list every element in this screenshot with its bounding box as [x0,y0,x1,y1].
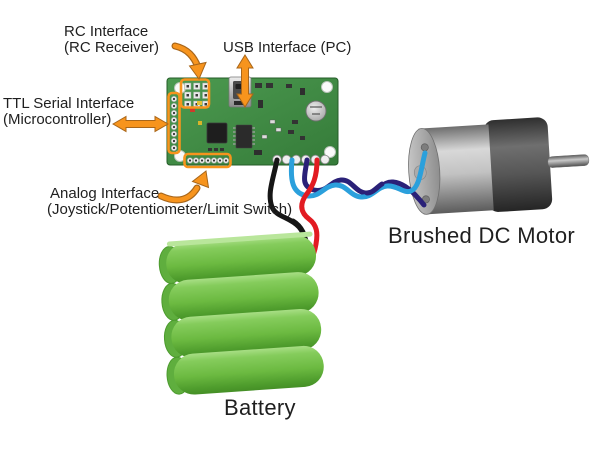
motor-rear-body [483,117,553,212]
motor-label-line1: Brushed DC Motor [388,223,575,248]
rc-pin-grid [184,82,210,108]
ttl-highlight-box [167,91,181,155]
rc-interface-label-line1: RC Interface [64,23,149,40]
ttl-serial-label: TTL Serial Interface (Microcontroller) [3,96,134,128]
battery-wire-black-over [290,218,306,235]
battery-cell-rows [166,235,324,395]
battery-top-highlight [166,231,313,247]
microcontroller-ic [233,124,255,149]
motor-label: Brushed DC Motor [388,224,575,248]
analog-interface-label: Analog Interface (Joystick/Potentiometer… [47,186,292,218]
usb-interface-label-line1: USB Interface (PC) [223,39,352,56]
ttl-serial-label-line2: (Microcontroller) [3,111,112,128]
usb-interface-label: USB Interface (PC) [223,40,351,56]
callout-arrows [111,42,254,204]
ttl-serial-label-line1: TTL Serial Interface [3,95,135,112]
rc-interface-label: RC Interface (RC Receiver) [64,24,159,56]
motor-wire-navy-over [364,181,385,196]
analog-header [186,157,230,164]
ttl-double-arrow-icon [111,115,170,133]
analog-interface-label-line1: Analog Interface [50,185,160,202]
rc-highlight-box [179,78,211,109]
battery-label-line1: Battery [224,395,296,420]
battery-pack [158,231,324,395]
motor-face-hole-top [420,143,429,152]
power-capacitor [305,100,327,122]
dc-motor [408,117,590,215]
motor-shaft [547,154,590,168]
analog-interface-label-line2: (Joystick/Potentiometer/Limit Switch) [47,201,293,218]
motor-controller-board [166,76,339,169]
main-ic [206,122,228,144]
analog-curved-arrow-icon [157,170,210,204]
usb-double-arrow-icon [236,54,254,108]
ttl-serial-header [170,95,178,152]
analog-highlight-box [183,152,232,169]
battery-label: Battery [224,396,296,420]
smd-components [190,83,305,155]
rc-interface-label-line2: (RC Receiver) [64,39,160,56]
rc-curved-arrow-icon [171,42,207,81]
